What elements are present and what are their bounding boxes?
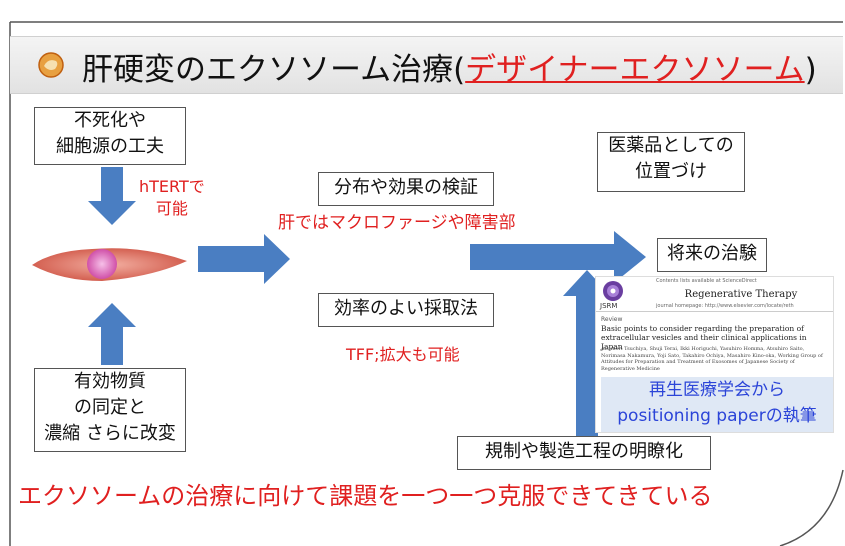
arrow-up-right <box>563 270 611 438</box>
arrow-down <box>88 167 136 225</box>
liver-logo-icon <box>38 52 64 78</box>
paper-header <box>596 277 833 312</box>
cell-image <box>32 248 187 281</box>
box-immortalize: 不死化や細胞源の工夫 <box>34 107 186 165</box>
box-trial: 将来の治験 <box>657 238 767 272</box>
journal-name: Regenerative Therapy <box>684 289 798 300</box>
paper-title: Basic points to consider regarding the p… <box>601 324 807 351</box>
paper-type: Review <box>601 316 623 323</box>
paper-contents-line: Contents lists available at ScienceDirec… <box>656 278 757 284</box>
note-tff: TFF;拡大も可能 <box>346 345 460 364</box>
arrow-up <box>88 303 136 365</box>
paper-authors: Atsunori Tsuchiya, Shuji Terai, Ikki Hor… <box>601 346 823 372</box>
jsrm-label: JSRM <box>600 302 618 310</box>
title-bar <box>10 36 843 94</box>
note-liver: 肝ではマクロファージや障害部 <box>278 213 516 233</box>
paper-homepage-line: journal homepage: http://www.elsevier.co… <box>656 303 794 309</box>
title-highlight: デザイナーエクソソーム <box>465 52 805 88</box>
box-verify: 分布や効果の検証 <box>318 172 494 206</box>
note-htert: hTERTで可能 <box>139 177 205 218</box>
arrow-right-long <box>470 231 646 283</box>
page-title: 肝硬変のエクソソーム治療(デザイナーエクソソーム) <box>82 52 817 88</box>
box-regulation: 規制や製造工程の明瞭化 <box>457 436 711 470</box>
box-collection: 効率のよい採取法 <box>318 293 494 327</box>
box-position: 医薬品としての位置づけ <box>597 132 745 192</box>
bottom-message: エクソソームの治療に向けて課題を一つ一つ克服できてきている <box>18 482 713 510</box>
box-identify: 有効物質の同定と濃縮 さらに改変 <box>34 368 186 452</box>
arrow-right-mid <box>198 234 290 284</box>
jsrm-logo-icon <box>603 281 623 301</box>
